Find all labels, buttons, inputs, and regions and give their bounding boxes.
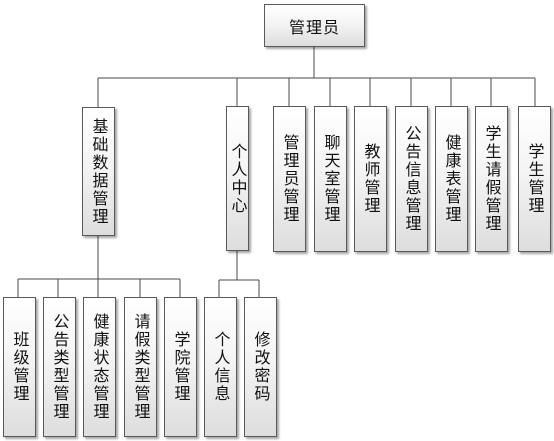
node-leave-type-management: 请假类型管理	[124, 297, 157, 437]
node-class-management: 班级管理	[3, 297, 36, 437]
node-admin-management-label: 管理员管理	[280, 134, 300, 224]
node-teacher-management-label: 教师管理	[361, 143, 381, 215]
node-student-leave-management: 学生请假管理	[475, 106, 508, 252]
node-student-leave-management-label: 学生请假管理	[482, 125, 502, 233]
node-admin-management: 管理员管理	[273, 106, 306, 252]
node-change-password-label: 修改密码	[251, 331, 271, 403]
node-college-management-label: 学院管理	[171, 331, 191, 403]
node-personal-center-label: 个人中心	[228, 142, 248, 215]
node-notice-type-management-label: 公告类型管理	[50, 313, 70, 421]
node-college-management: 学院管理	[164, 297, 197, 437]
node-health-status-management-label: 健康状态管理	[90, 313, 110, 421]
root-node-label: 管理员	[288, 17, 340, 37]
root-node: 管理员	[264, 4, 365, 47]
node-leave-type-management-label: 请假类型管理	[131, 313, 151, 421]
node-notice-type-management: 公告类型管理	[43, 297, 76, 437]
node-personal-info-label: 个人信息	[211, 331, 231, 403]
node-health-form-management-label: 健康表管理	[442, 134, 462, 224]
node-personal-info: 个人信息	[204, 297, 237, 437]
node-teacher-management: 教师管理	[354, 106, 387, 252]
node-student-management-label: 学生管理	[525, 143, 545, 215]
node-personal-center: 个人中心	[226, 106, 249, 251]
node-basic-data-management: 基础数据管理	[82, 107, 115, 236]
node-class-management-label: 班级管理	[10, 331, 30, 403]
node-change-password: 修改密码	[244, 297, 277, 437]
node-basic-data-management-label: 基础数据管理	[89, 117, 109, 226]
node-chatroom-management-label: 聊天室管理	[321, 134, 341, 224]
node-notice-info-management-label: 公告信息管理	[402, 125, 422, 233]
node-chatroom-management: 聊天室管理	[314, 106, 347, 252]
node-student-management: 学生管理	[518, 106, 551, 252]
node-notice-info-management: 公告信息管理	[395, 106, 428, 252]
node-health-status-management: 健康状态管理	[83, 297, 116, 437]
node-health-form-management: 健康表管理	[435, 106, 468, 252]
